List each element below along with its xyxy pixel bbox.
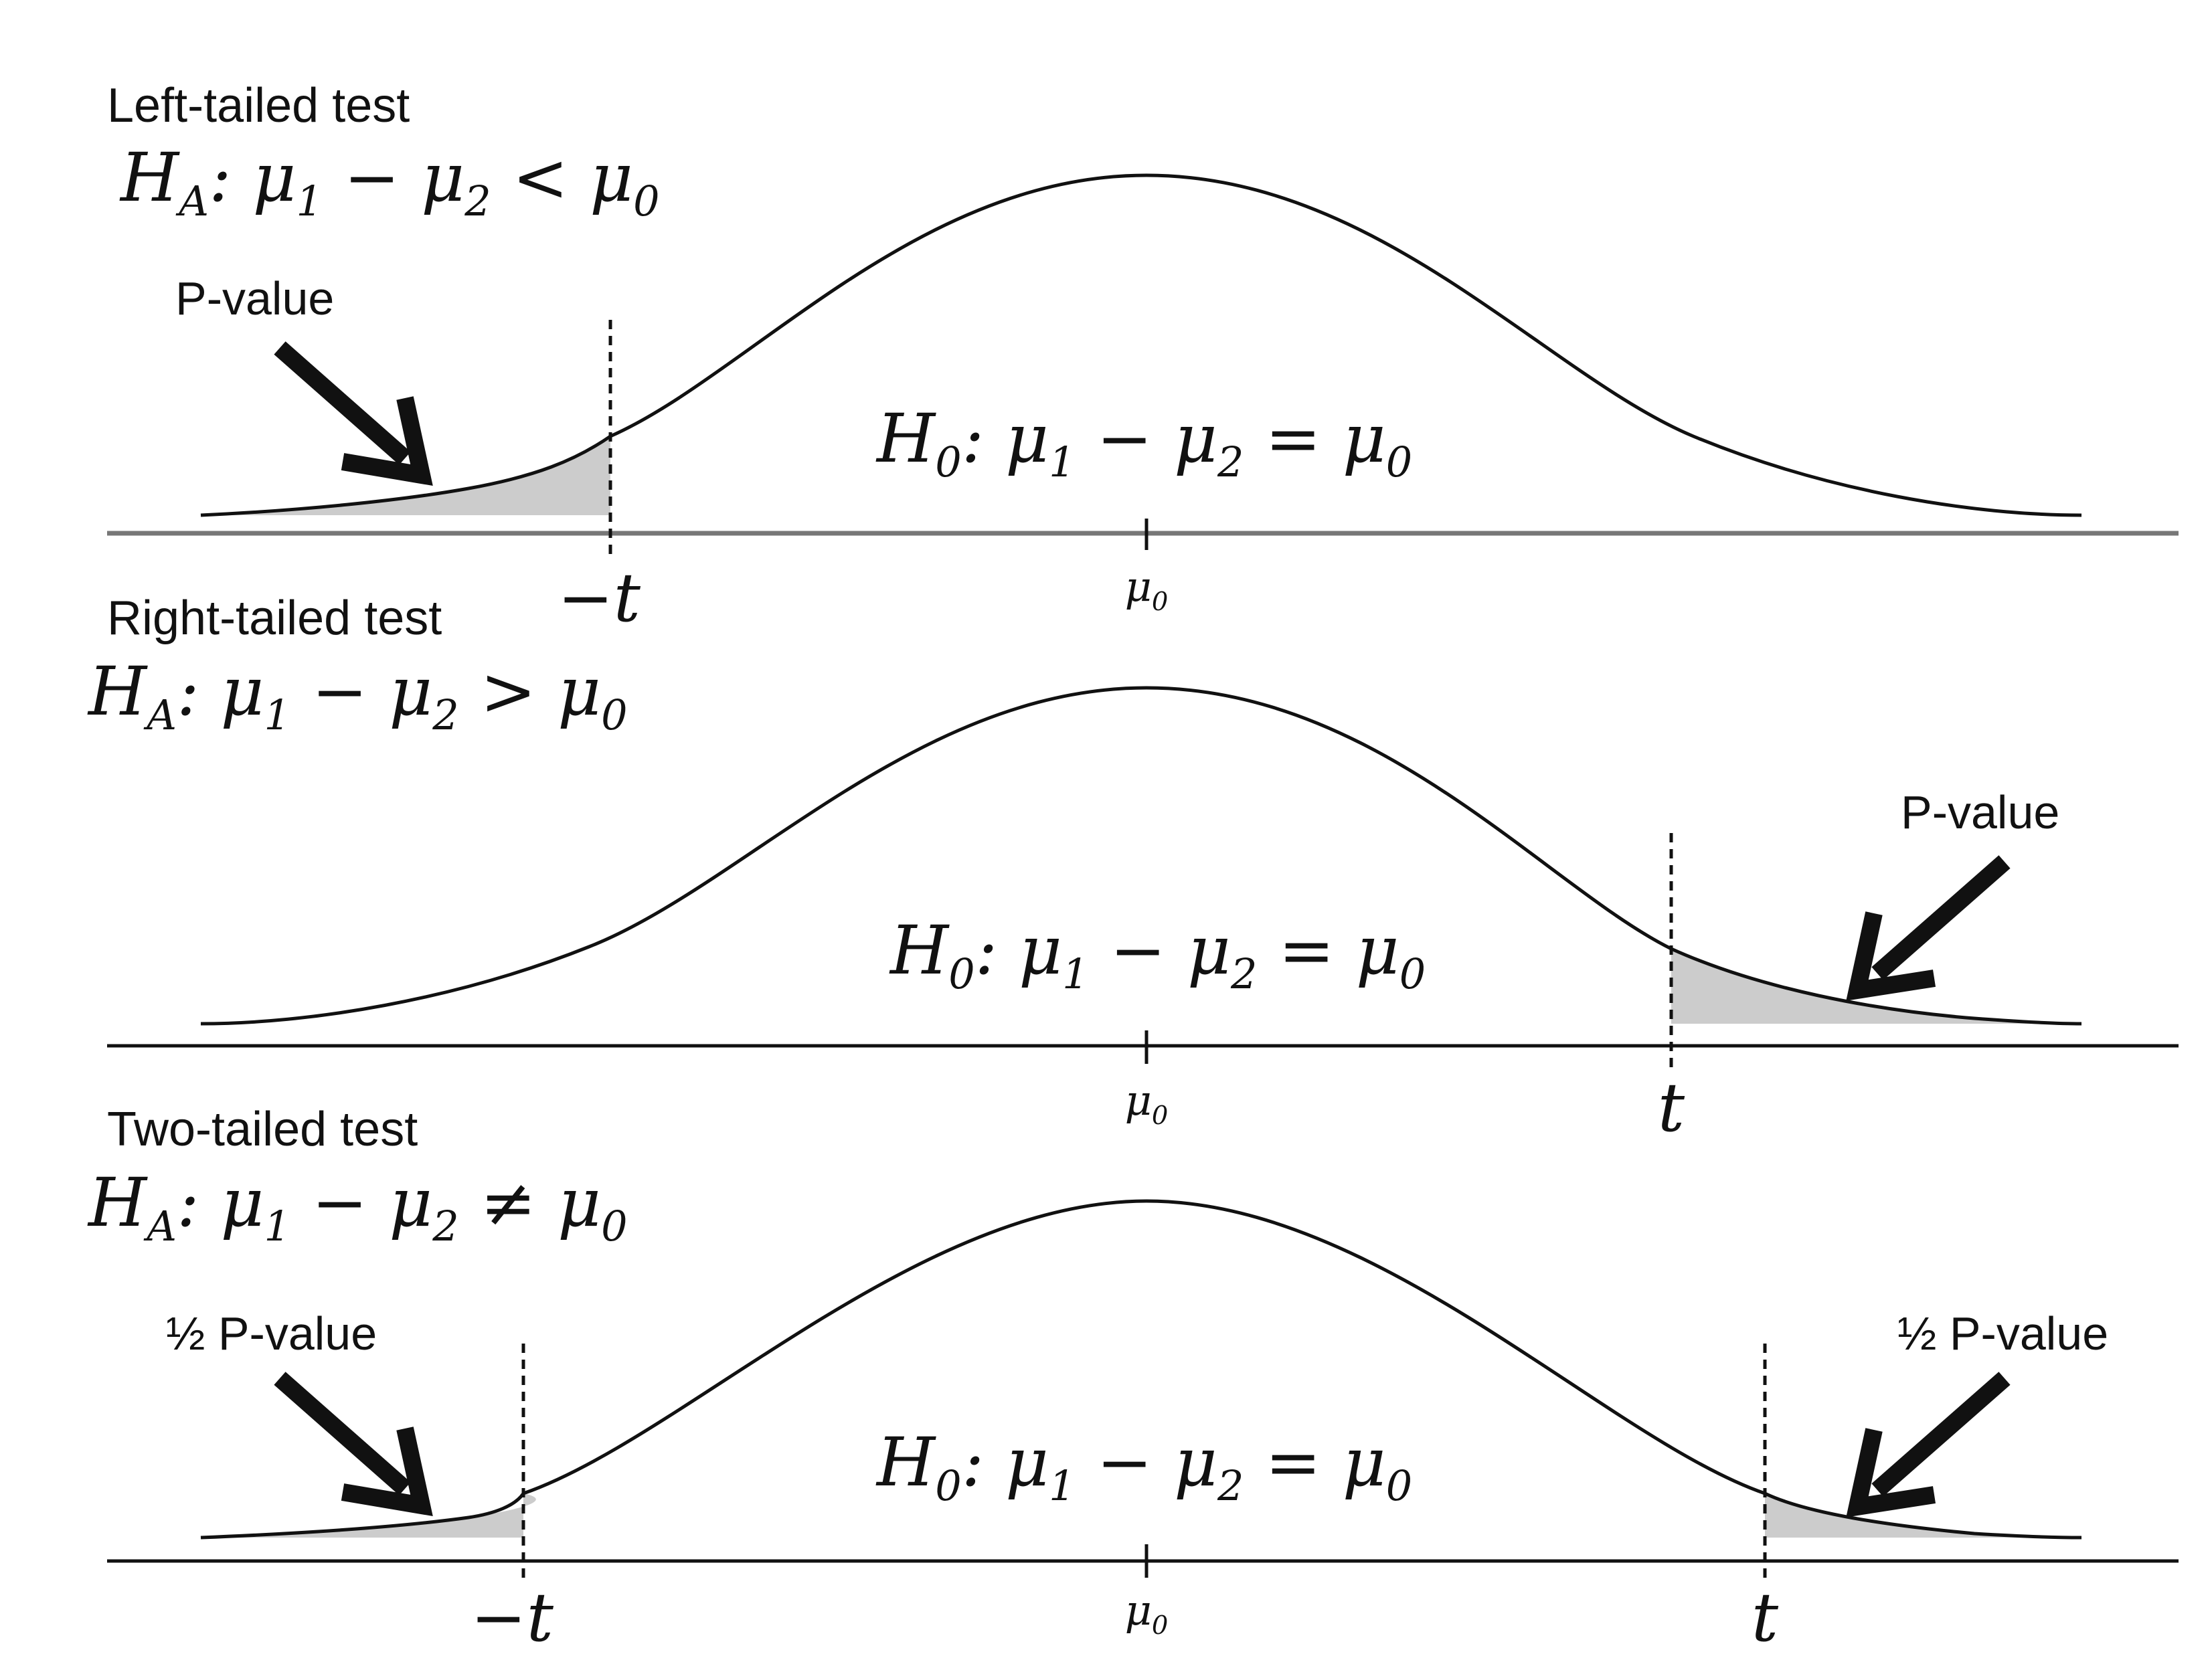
normal-curve [200, 686, 2082, 1026]
left-tail-shaded-area [201, 1493, 536, 1538]
center-label-mu0: μ0 [1125, 1586, 1169, 1641]
p-value-arrow [274, 341, 433, 486]
right-tail-shaded-area [1765, 1493, 2081, 1538]
half-p-value-label-left: ½ P-value [166, 1307, 377, 1360]
half-p-value-arrow-right [1846, 1372, 2011, 1518]
right-tail-shaded-area [1671, 949, 2081, 1024]
null-hypothesis: H0: μ1 − μ2 = μ0 [889, 911, 1426, 998]
left-tail-shaded-area [201, 436, 610, 515]
half-p-value-label-right: ½ P-value [1897, 1307, 2108, 1360]
critical-value-label: t [1658, 1069, 1685, 1147]
panel-two-tailed: Two-tailed test HA: μ1 − μ2 ≠ μ0 H0: μ1 … [87, 1103, 2179, 1654]
normal-curve [200, 173, 2082, 517]
center-label-mu0: μ0 [1125, 1076, 1169, 1131]
null-hypothesis: H0: μ1 − μ2 = μ0 [875, 1423, 1412, 1510]
panel-right-tailed: Right-tailed test HA: μ1 − μ2 > μ0 H0: μ… [87, 591, 2179, 1147]
critical-value-label: −t [558, 559, 641, 637]
center-label-mu0: μ0 [1125, 562, 1169, 617]
panel-left-tailed: Left-tailed test HA: μ1 − μ2 < μ0 H0: μ1… [107, 79, 2179, 637]
p-value-label: P-value [175, 272, 334, 325]
normal-curve [200, 1199, 2082, 1540]
null-hypothesis: H0: μ1 − μ2 = μ0 [875, 399, 1412, 486]
alternative-hypothesis: HA: μ1 − μ2 ≠ μ0 [87, 1164, 628, 1251]
panel-title: Right-tailed test [107, 591, 442, 645]
right-critical-value-label: t [1752, 1578, 1779, 1654]
panel-title: Left-tailed test [107, 79, 410, 132]
alternative-hypothesis: HA: μ1 − μ2 > μ0 [87, 652, 628, 739]
left-critical-value-label: −t [471, 1578, 554, 1654]
half-p-value-arrow-left [274, 1372, 433, 1517]
panel-title: Two-tailed test [107, 1103, 418, 1156]
p-value-arrow [1846, 855, 2011, 1001]
p-value-label: P-value [1901, 786, 2059, 838]
alternative-hypothesis: HA: μ1 − μ2 < μ0 [119, 139, 660, 225]
